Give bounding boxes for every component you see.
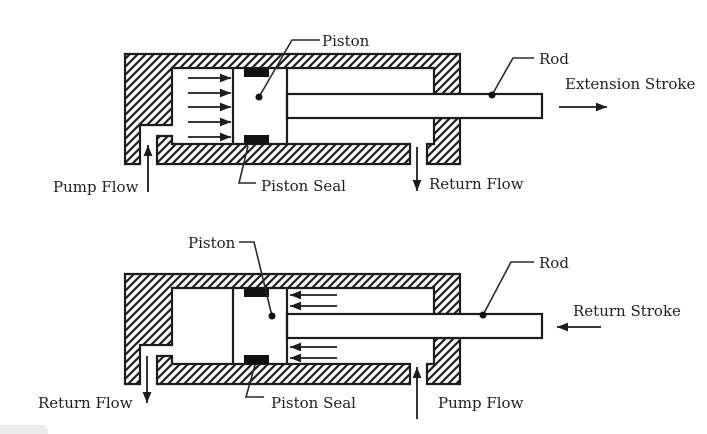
rod: [285, 92, 544, 120]
pump-flow-label: Pump Flow: [438, 394, 524, 412]
rod-leader-dot: [479, 311, 487, 319]
rod-label: Rod: [539, 50, 569, 68]
return-stroke-label: Return Stroke: [573, 302, 681, 320]
cylinder-wall-top-left: [123, 272, 462, 386]
cylinder-end-cap: [425, 336, 462, 386]
extension-stroke-diagram: Piston Rod Extension Stroke Pump Flow Pi…: [53, 32, 696, 196]
piston-seal-bottom: [244, 135, 269, 144]
fluid-pressure-arrows: [188, 73, 231, 142]
cylinder-wall-top-left: [123, 52, 462, 166]
piston-leader-dot: [255, 93, 263, 101]
extension-stroke-label: Extension Stroke: [565, 75, 696, 93]
return-flow-label: Return Flow: [429, 175, 524, 193]
rod-leader-line: [482, 261, 534, 316]
piston-seal-top: [244, 68, 269, 77]
piston-seal-label: Piston Seal: [261, 177, 346, 195]
piston-seal-bottom: [244, 355, 269, 364]
piston-seal-top: [244, 288, 269, 297]
fluid-pressure-arrows: [290, 290, 337, 363]
rod-label: Rod: [539, 254, 569, 272]
cylinder-wall-bottom: [155, 134, 412, 166]
piston-label: Piston: [188, 234, 236, 252]
piston-leader-dot: [268, 312, 276, 320]
piston-leader-line: [258, 39, 320, 98]
piston-seal-leader-line: [244, 364, 264, 398]
piston-seal-label: Piston Seal: [271, 394, 356, 412]
corner-smudge: [0, 425, 48, 434]
cylinder-end-cap: [425, 116, 462, 166]
rod-leader-line: [491, 57, 534, 96]
rod: [285, 312, 544, 340]
piston-seal-leader-line: [237, 145, 256, 184]
pump-flow-label: Pump Flow: [53, 178, 139, 196]
cylinder-wall-bottom: [155, 354, 412, 386]
return-flow-label: Return Flow: [38, 394, 133, 412]
piston-leader-line: [239, 241, 273, 317]
piston-label: Piston: [322, 32, 370, 50]
rod-leader-dot: [488, 91, 496, 99]
return-stroke-diagram: Piston Rod Return Stroke Return Flow Pis…: [38, 234, 681, 419]
